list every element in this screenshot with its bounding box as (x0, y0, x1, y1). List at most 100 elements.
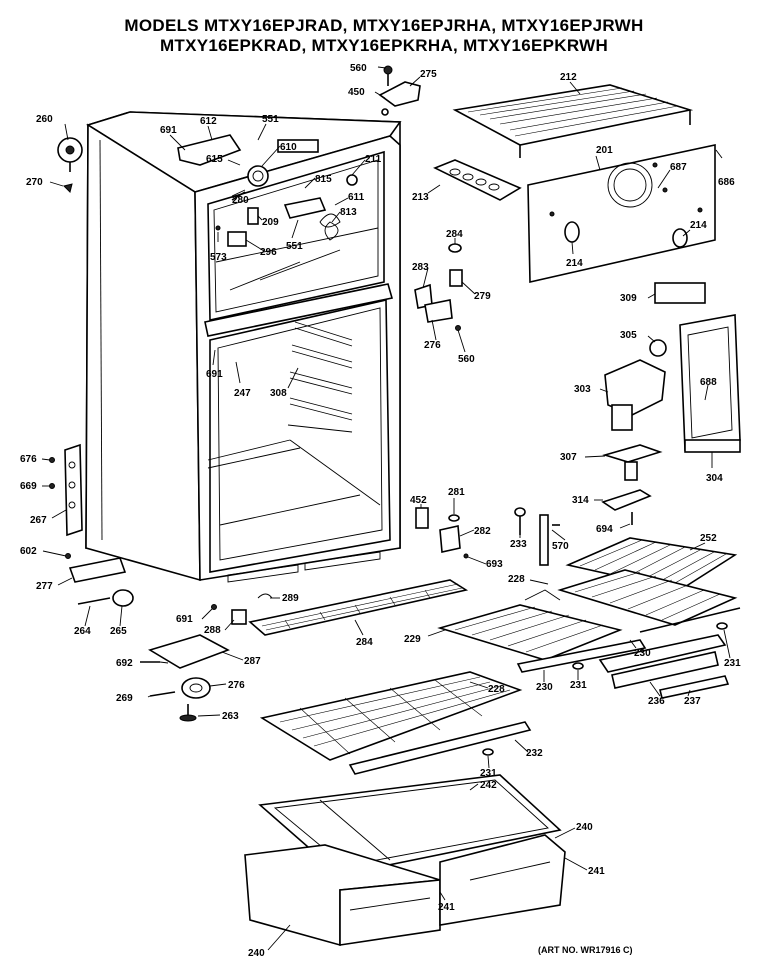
part-label: 233 (510, 539, 527, 550)
crisper-cover-frames (516, 622, 730, 699)
art-number: (ART NO. WR17916 C) (538, 945, 633, 955)
fresh-food-air-duct (679, 314, 741, 453)
rating-label-plate (654, 282, 706, 304)
part-label: 265 (110, 626, 127, 637)
freezer-wire-shelf (452, 84, 694, 158)
part-label: 303 (574, 384, 591, 395)
glass-shelf-large (259, 671, 532, 775)
part-label: 669 (20, 481, 37, 492)
part-label: 551 (286, 241, 303, 252)
compressor-mount-parts (140, 634, 230, 722)
freezer-control-cluster (177, 134, 358, 247)
part-number-labels: 560 275 450 212 260 691 612 551 610 615 … (20, 63, 741, 959)
mid-brackets (415, 507, 469, 559)
part-label: 687 (670, 162, 687, 173)
part-label: 570 (552, 541, 569, 552)
part-label: 611 (348, 192, 365, 203)
cantilever-shelf-right (557, 569, 741, 633)
part-label: 229 (404, 634, 421, 645)
part-label: 615 (206, 154, 223, 165)
part-label: 260 (36, 114, 53, 125)
part-label: 686 (718, 177, 735, 188)
part-label: 211 (365, 154, 382, 165)
part-label: 288 (204, 625, 221, 636)
leader-lines (41, 66, 731, 951)
part-label: 693 (486, 559, 503, 570)
diagram-title-line2: MTXY16EPKRAD, MTXY16EPKRHA, MTXY16EPKRWH (159, 36, 609, 55)
refrigerator-cabinet (85, 111, 402, 583)
part-label: 289 (282, 593, 299, 604)
crisper-cover-shelf-upper (565, 537, 738, 591)
part-label: 269 (116, 693, 133, 704)
evaporator-cover-panel (527, 144, 716, 283)
part-label: 275 (420, 69, 437, 80)
part-label: 241 (588, 866, 605, 877)
part-label: 279 (474, 291, 491, 302)
part-label: 304 (706, 473, 723, 484)
part-label: 231 (480, 768, 497, 779)
part-label: 237 (684, 696, 701, 707)
part-label: 236 (648, 696, 665, 707)
crisper-drawers (244, 834, 566, 947)
part-label: 308 (270, 388, 287, 399)
part-label: 212 (560, 72, 577, 83)
part-label: 692 (116, 658, 133, 669)
part-label: 691 (206, 369, 223, 380)
ice-tray (433, 159, 522, 201)
part-label: 276 (228, 680, 245, 691)
part-label: 280 (232, 195, 249, 206)
part-label: 228 (508, 574, 525, 585)
part-label: 560 (350, 63, 367, 74)
part-label: 252 (700, 533, 717, 544)
part-label: 602 (20, 546, 37, 557)
part-label: 270 (26, 177, 43, 188)
part-label: 240 (576, 822, 593, 833)
part-label: 314 (572, 495, 589, 506)
part-label: 263 (222, 711, 239, 722)
part-label: 282 (474, 526, 491, 537)
part-label: 296 (260, 247, 277, 258)
part-label: 305 (620, 330, 637, 341)
part-label: 688 (700, 377, 717, 388)
part-label: 676 (20, 454, 37, 465)
part-label: 264 (74, 626, 91, 637)
part-label: 230 (634, 648, 651, 659)
leveling-parts (77, 589, 134, 607)
upper-left-hinge-parts (57, 137, 83, 193)
part-label: 452 (410, 495, 427, 506)
part-label: 560 (458, 354, 475, 365)
part-label: 242 (480, 780, 497, 791)
part-label: 610 (280, 142, 297, 153)
shelf-support-rail (514, 507, 560, 566)
part-label: 231 (724, 658, 741, 669)
part-label: 691 (176, 614, 193, 625)
part-label: 247 (234, 388, 251, 399)
part-label: 283 (412, 262, 429, 273)
part-label: 228 (488, 684, 505, 695)
bottom-grille-parts (211, 579, 469, 636)
lower-left-hinge-bracket (49, 443, 83, 537)
diagram-title-line1: MODELS MTXY16EPJRAD, MTXY16EPJRHA, MTXY1… (124, 16, 644, 35)
part-label: 213 (412, 192, 429, 203)
cantilever-shelf-left (437, 589, 623, 661)
part-label: 612 (200, 116, 217, 127)
part-label: 309 (620, 293, 637, 304)
part-label: 573 (210, 252, 227, 263)
part-label: 277 (36, 581, 53, 592)
part-label: 813 (340, 207, 357, 218)
part-label: 230 (536, 682, 553, 693)
part-label: 232 (526, 748, 543, 759)
part-label: 231 (570, 680, 587, 691)
part-label: 241 (438, 902, 455, 913)
part-label: 307 (560, 452, 577, 463)
part-label: 691 (160, 125, 177, 136)
part-label: 201 (596, 145, 613, 156)
part-label: 209 (262, 217, 279, 228)
part-label: 267 (30, 515, 47, 526)
part-label: 450 (348, 87, 365, 98)
part-label: 815 (315, 174, 332, 185)
damper-control-parts (414, 243, 463, 331)
part-label: 281 (448, 487, 465, 498)
part-label: 284 (356, 637, 373, 648)
